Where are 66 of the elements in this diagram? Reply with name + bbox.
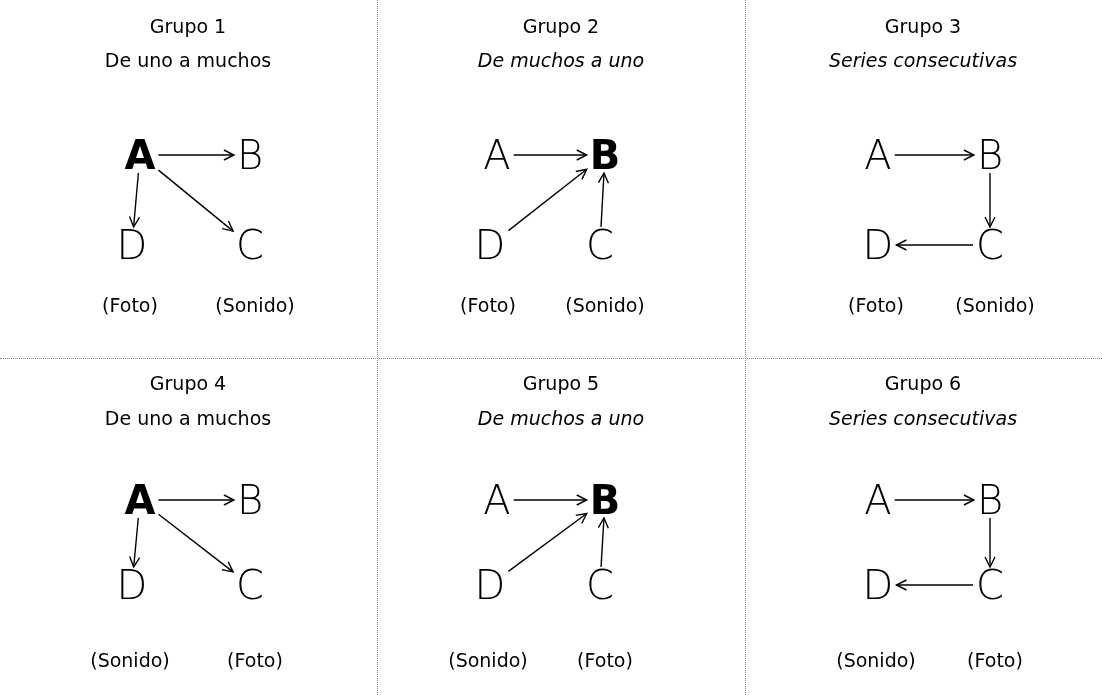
group-title: Grupo 5 [522,372,600,394]
group-title: Grupo 3 [884,15,962,37]
node-caption: (Sonido) [448,649,528,671]
node-letter: A [483,480,511,520]
node-letter: B [236,480,264,520]
arrow [128,517,141,568]
group-title: Grupo 4 [149,372,227,394]
arrow [157,494,235,506]
arrow [157,169,234,232]
group-title: Grupo 6 [884,372,962,394]
arrow [984,517,996,568]
node-caption: (Sonido) [565,294,645,316]
arrow [895,239,974,251]
group-subtitle: De muchos a uno [477,407,645,429]
node-letter: A [483,135,511,175]
node-letter: C [236,225,264,265]
arrow [984,172,996,228]
arrow [894,494,975,506]
arrow [157,149,235,161]
group-subtitle: De uno a muchos [104,49,272,71]
arrow [157,513,234,573]
arrow [597,172,610,228]
node-caption: (Foto) [102,294,158,316]
node-caption: (Foto) [967,649,1023,671]
arrow [128,172,141,228]
node-caption: (Foto) [577,649,633,671]
arrow [513,494,588,506]
node-letter: B [236,135,264,175]
node-letter: B [976,135,1004,175]
node-letter: C [586,225,614,265]
node-letter: B [589,135,621,175]
arrow [597,517,610,568]
node-letter: C [236,565,264,605]
node-caption: (Foto) [848,294,904,316]
node-letter: A [864,135,892,175]
node-letter: A [124,480,156,520]
group-subtitle: Series consecutivas [828,49,1018,71]
arrow [507,512,588,573]
group-title: Grupo 2 [522,15,600,37]
group-subtitle: Series consecutivas [828,407,1018,429]
node-letter: D [116,225,148,265]
node-letter: D [474,565,506,605]
arrow [894,149,975,161]
node-letter: A [864,480,892,520]
node-caption: (Foto) [460,294,516,316]
node-letter: D [474,225,506,265]
node-caption: (Foto) [227,649,283,671]
arrow [507,168,588,232]
node-caption: (Sonido) [955,294,1035,316]
node-letter: A [124,135,156,175]
group-subtitle: De muchos a uno [477,49,645,71]
node-letter: D [862,225,894,265]
group-title: Grupo 1 [149,15,227,37]
arrow [895,579,974,591]
node-letter: B [976,480,1004,520]
node-letter: B [589,480,621,520]
node-letter: D [862,565,894,605]
node-letter: C [586,565,614,605]
node-letter: C [976,225,1004,265]
group-subtitle: De uno a muchos [104,407,272,429]
node-letter: D [116,565,148,605]
node-letter: C [976,565,1004,605]
arrow [513,149,588,161]
node-caption: (Sonido) [836,649,916,671]
node-caption: (Sonido) [215,294,295,316]
node-caption: (Sonido) [90,649,170,671]
